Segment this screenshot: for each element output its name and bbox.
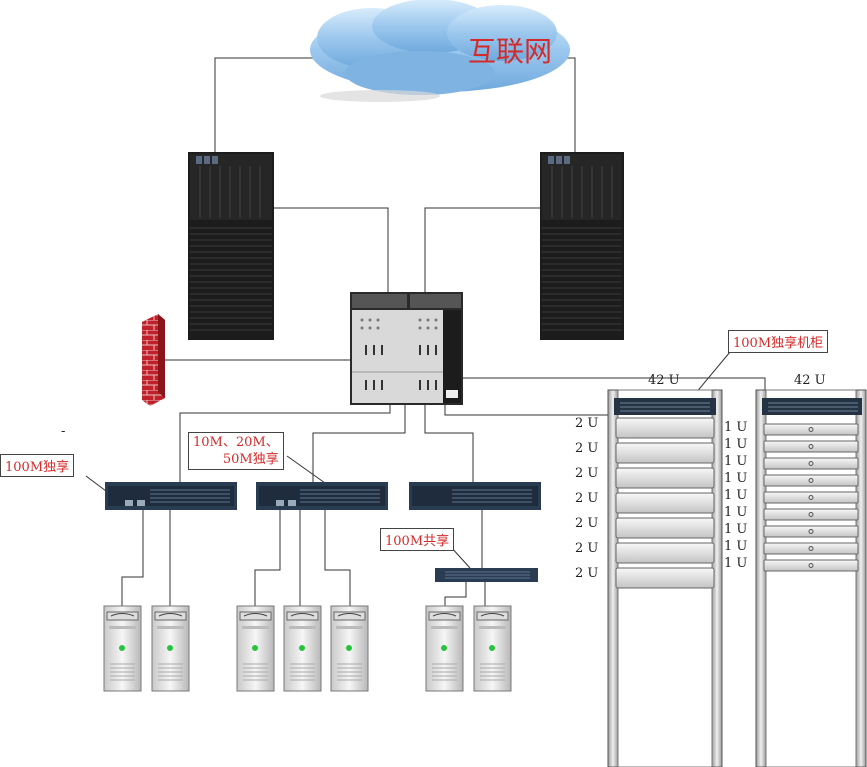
callout-100m-shared: 100M共享 [380,528,455,551]
rack-left-unit-label: 2 U [575,466,599,481]
rack-right-icon [755,389,867,767]
rack-slot-2u [615,492,715,514]
servers-group [103,605,512,692]
rack-slot-1u [763,491,859,504]
rack-right-unit-label: 1 U [724,522,748,537]
rack-slot-2u [615,567,715,589]
rack-slot-1u [763,474,859,487]
firewall-icon [142,314,165,406]
callout-100m-dedicated-text: 100M独享 [5,460,70,475]
rack-slot-knob [808,563,814,568]
callout-100m-dedicated: 100M独享 [0,454,75,477]
rack-left-unit-label: 2 U [575,566,599,581]
callout-dedicated-cabinet-text: 100M独享机柜 [733,336,824,351]
server-icon [473,605,512,692]
rack-slot-knob [808,495,814,500]
stray-mark: - [61,424,66,439]
rack-slot-1u [763,525,859,538]
rack-right-unit-label: 1 U [724,420,748,435]
rack-right-unit-label: 1 U [724,505,748,520]
access-switch-right-icon [409,482,541,510]
server-icon [236,605,275,692]
rack-left-icon [607,389,723,767]
server-icon [151,605,190,692]
rack-right-unit-label: 1 U [724,437,748,452]
rack-slot-2u [615,467,715,489]
rack-slot-knob [808,512,814,517]
rack-slot-knob [808,529,814,534]
rack-slot-knob [808,461,814,466]
server-icon [425,605,464,692]
rack-slot-1u [763,440,859,453]
rack-slot-knob [808,444,814,449]
internet-label: 互联网 [468,35,553,68]
access-switch-middle-icon [256,482,388,510]
rack-right-unit-label: 1 U [724,471,748,486]
server-icon [103,605,142,692]
rack-left-slots [615,417,715,589]
core-router-left-icon [188,152,274,340]
rack-left-size: 42 U [648,373,680,388]
rack-right-slots [763,423,859,572]
rack-right-unit-label: 1 U [724,556,748,571]
rack-right-unit-label: 1 U [724,488,748,503]
rack-slot-1u [763,542,859,555]
rack-slot-2u [615,517,715,539]
core-switch-icon [350,292,463,405]
internet-cloud-icon [310,0,570,102]
rack-right-unit-label: 1 U [724,454,748,469]
server-icon [283,605,322,692]
rack-slot-1u [763,423,859,436]
rack-slot-2u [615,417,715,439]
callout-bandwidth-dedicated: 10M、20M、 50M独享 [188,432,284,470]
rack-slot-knob [808,478,814,483]
rack-left-unit-label: 2 U [575,441,599,456]
server-icon [330,605,369,692]
rack-slot-1u [763,457,859,470]
shared-switch-icon [435,568,538,582]
callout-dedicated-cabinet: 100M独享机柜 [728,330,829,353]
rack-slot-knob [808,427,814,432]
rack-slot-2u [615,542,715,564]
rack-right-size: 42 U [794,373,826,388]
rack-right-unit-label: 1 U [724,539,748,554]
access-switch-left-icon [105,482,237,510]
callout-bandwidth-line1: 10M、20M、 [193,435,279,450]
rack-left-unit-label: 2 U [575,416,599,431]
rack-slot-1u [763,508,859,521]
rack-slot-2u [615,442,715,464]
rack-left-unit-label: 2 U [575,491,599,506]
core-router-right-icon [540,152,624,340]
callout-bandwidth-line2: 50M独享 [222,452,279,467]
callout-100m-shared-text: 100M共享 [385,534,450,549]
rack-slot-knob [808,546,814,551]
rack-slot-1u [763,559,859,572]
rack-left-unit-label: 2 U [575,516,599,531]
rack-left-unit-label: 2 U [575,541,599,556]
